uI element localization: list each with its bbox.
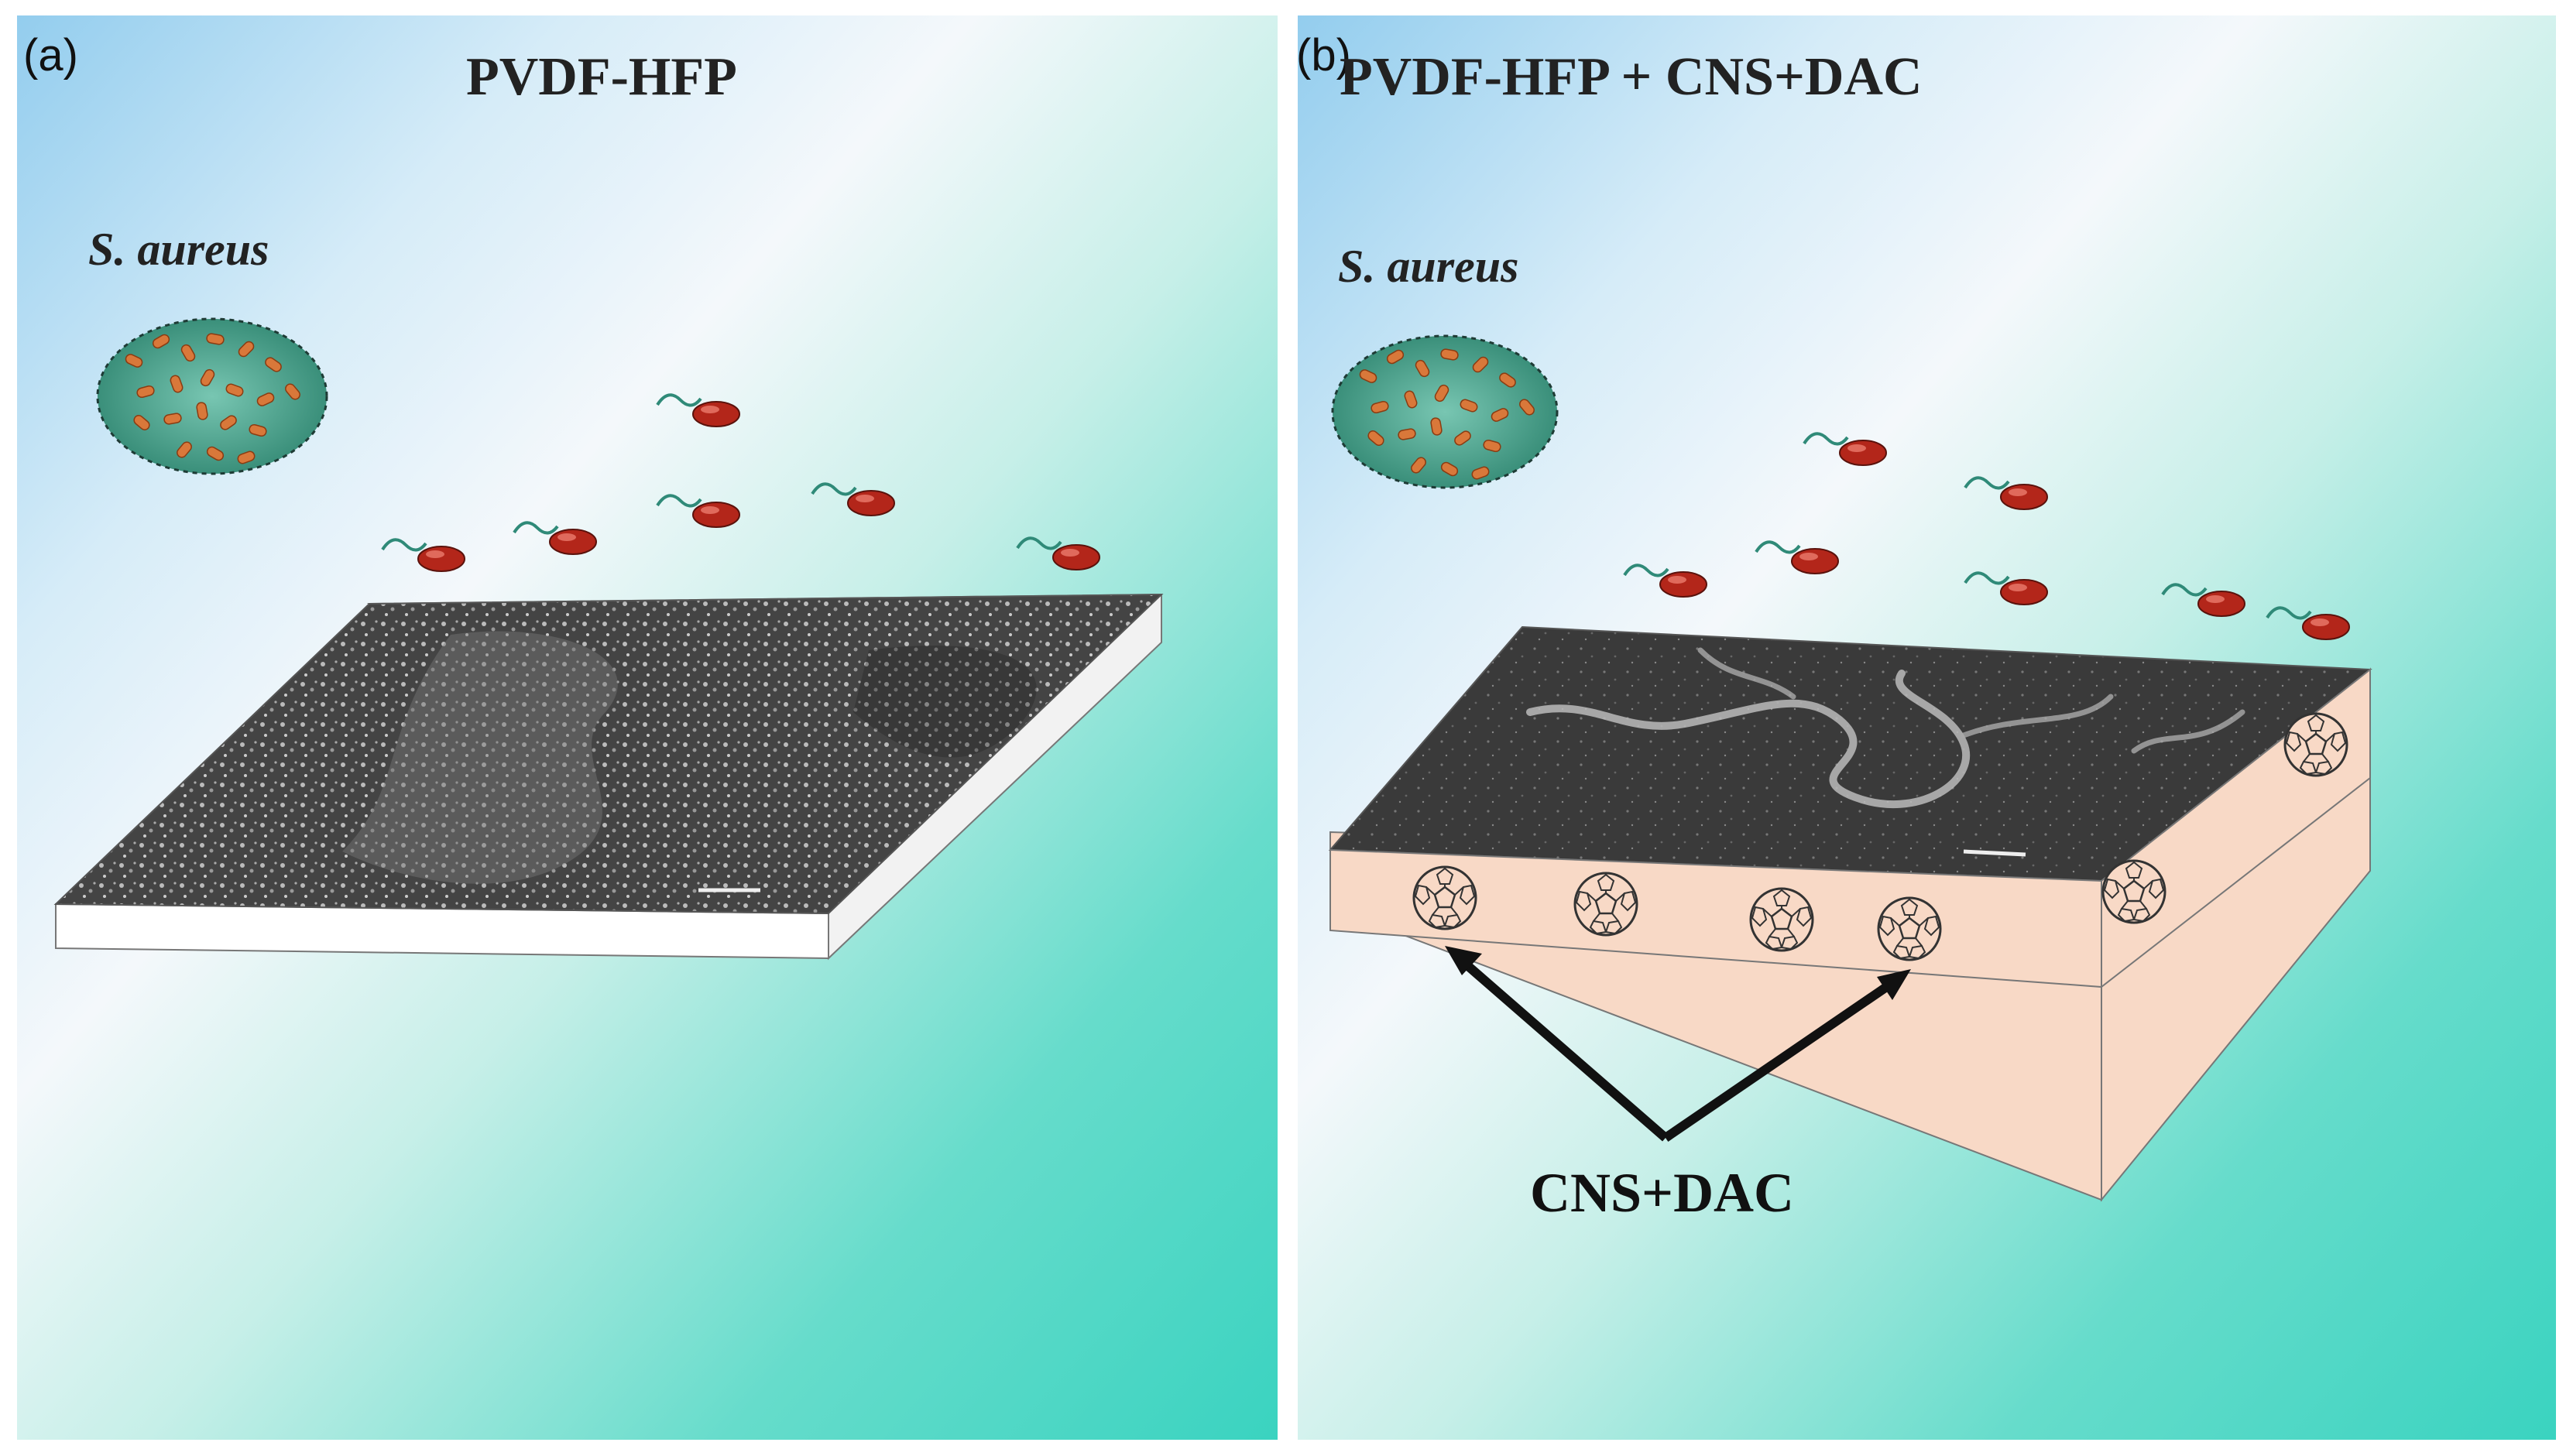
bacterium-icon [811,482,896,517]
bacterium-icon [381,538,466,573]
cns-dac-annotation: CNS+DAC [1530,1162,1795,1224]
panel-b-letter: (b) [1298,30,1351,81]
fullerene-icon [1749,887,1814,952]
bacterium-icon [2266,606,2351,641]
bacterium-icon [656,393,741,428]
fullerene-icon [2101,859,2166,924]
bacterium-icon [1755,540,1840,575]
bacterium-icon [1964,476,2049,511]
bacteria-colony-icon [96,317,328,475]
fullerene-icon [1412,865,1477,930]
bacterium-icon [1016,536,1101,571]
bacterium-icon [1964,571,2049,606]
bacterium-icon [1803,432,1888,467]
panel-a-species-label: S. aureus [88,224,269,275]
panel-a: (a) PVDF-HFP S. aureus [17,15,1278,1440]
bacterium-icon [513,521,598,556]
fullerene-icon [2283,712,2348,777]
panel-b: (b) PVDF-HFP + CNS+DAC S. aureus CNS+DAC [1298,15,2556,1440]
panel-b-artwork [1328,334,2372,1202]
fullerene-icon [1877,896,1942,961]
panel-b-title: PVDF-HFP + CNS+DAC [1340,47,1923,107]
panel-a-title: PVDF-HFP [466,47,737,107]
bacterium-icon [2161,583,2246,618]
arrow-icon [1445,946,1911,1142]
panel-a-letter: (a) [23,30,78,81]
panel-a-artwork [53,317,1164,961]
bacterium-icon [1623,564,1708,598]
sem-surface [53,593,1164,915]
pvdf-hfp-film [53,593,1164,961]
panel-b-species-label: S. aureus [1338,241,1519,292]
pvdf-hfp-cns-dac-film [1328,625,2372,1202]
bacteria-colony-icon [1331,334,1559,489]
bacterium-icon [656,494,741,529]
fullerene-icon [1573,872,1638,937]
